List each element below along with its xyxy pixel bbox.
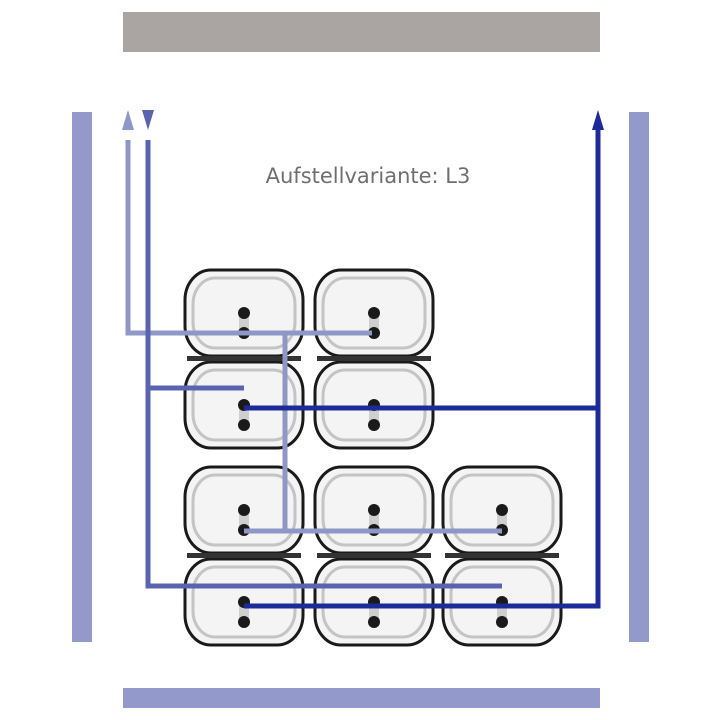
tank-inner-outline <box>321 368 427 442</box>
pipe-light-upper <box>125 140 372 336</box>
tank-inner-outline <box>321 276 427 350</box>
port-lower <box>368 419 380 431</box>
port-lower <box>368 616 380 628</box>
port-upper <box>496 504 508 516</box>
port-bracket <box>497 509 507 529</box>
port-upper <box>238 504 250 516</box>
tank <box>313 360 435 450</box>
tank-inner-outline <box>191 473 297 547</box>
tank <box>441 465 563 555</box>
port-upper <box>368 307 380 319</box>
port-lower <box>238 616 250 628</box>
left-wall <box>72 112 92 642</box>
top-bar <box>123 12 600 52</box>
tank-seam <box>187 356 301 361</box>
tanks <box>183 268 563 647</box>
port-bracket <box>239 601 249 621</box>
tank-seam <box>187 553 301 558</box>
tank-inner-outline <box>321 565 427 639</box>
port-upper <box>368 504 380 516</box>
tank-inner-outline <box>191 276 297 350</box>
pipe-dark-main <box>244 130 601 609</box>
port-bracket <box>369 404 379 424</box>
tank <box>441 557 563 647</box>
tank-seam <box>317 553 431 558</box>
tank-inner-outline <box>449 473 555 547</box>
port-bracket <box>369 509 379 529</box>
port-lower <box>238 419 250 431</box>
tank <box>313 557 435 647</box>
bottom-bar <box>123 688 600 708</box>
tank <box>183 360 305 450</box>
tank-inner-outline <box>191 565 297 639</box>
tank <box>183 557 305 647</box>
port-bracket <box>369 601 379 621</box>
arrow-up-icon <box>122 110 134 130</box>
tank <box>313 465 435 555</box>
pipe-medium-main <box>145 140 502 589</box>
arrow-up-icon <box>592 110 604 130</box>
port-bracket <box>497 601 507 621</box>
tank-seam <box>317 356 431 361</box>
port-bracket <box>239 404 249 424</box>
tank-seam <box>445 553 559 558</box>
arrow-down-icon <box>142 110 154 130</box>
port-bracket <box>239 312 249 332</box>
tank-inner-outline <box>191 368 297 442</box>
port-bracket <box>369 312 379 332</box>
diagram-title: Aufstellvariante: L3 <box>266 164 471 188</box>
port-lower <box>496 616 508 628</box>
port-upper <box>238 307 250 319</box>
port-lower <box>368 327 380 339</box>
right-wall <box>629 112 649 642</box>
port-bracket <box>239 509 249 529</box>
pipes <box>122 110 604 609</box>
tank-inner-outline <box>449 565 555 639</box>
tank <box>313 268 435 358</box>
tank-inner-outline <box>321 473 427 547</box>
